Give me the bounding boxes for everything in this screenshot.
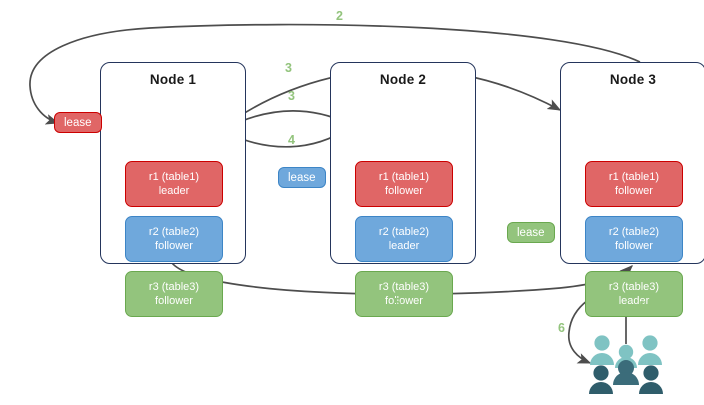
step-label-3a: 3 <box>285 61 292 75</box>
step-label-3b: 3 <box>288 89 295 103</box>
replica-chip[interactable]: r2 (table2) follower <box>585 216 683 262</box>
node-title: Node 1 <box>149 72 197 87</box>
replica-name: r1 (table1) <box>378 171 430 183</box>
replica-chip[interactable]: r1 (table1) follower <box>355 161 453 207</box>
node-container-1[interactable]: Node 1 r1 (table1) leader r2 (table2) fo… <box>100 62 246 317</box>
replica-chip[interactable]: r1 (table1) leader <box>125 161 223 207</box>
step-label-2: 2 <box>336 9 343 23</box>
replica-role: follower <box>155 295 193 307</box>
replica-role: follower <box>615 240 653 252</box>
replica-chip[interactable]: r3 (table3) leader <box>585 271 683 317</box>
replica-chip[interactable]: r2 (table2) follower <box>125 216 223 262</box>
replica-role: leader <box>158 185 190 197</box>
replica-name: r1 (table1) <box>608 171 660 183</box>
people-group-icon <box>589 335 663 394</box>
replica-role: follower <box>385 185 423 197</box>
replica-chip[interactable]: r1 (table1) follower <box>585 161 683 207</box>
node-title: Node 2 <box>379 72 427 87</box>
replica-chip[interactable]: r3 (table3) follower <box>125 271 223 317</box>
lease-badge-green[interactable]: lease <box>507 222 555 243</box>
step-label-1: 1 <box>638 299 645 313</box>
replica-name: r2 (table2) <box>378 226 430 238</box>
replica-chip[interactable]: r3 (table3) follower <box>355 271 453 317</box>
step-label-6: 6 <box>558 321 565 335</box>
replica-name: r2 (table2) <box>148 226 200 238</box>
replica-name: r3 (table3) <box>148 281 200 293</box>
replica-role: leader <box>618 295 650 307</box>
lease-badge-red[interactable]: lease <box>54 112 102 133</box>
step-label-5: 5 <box>394 296 401 310</box>
lease-badge-blue[interactable]: lease <box>278 167 326 188</box>
replica-name: r1 (table1) <box>148 171 200 183</box>
replica-role: follower <box>385 295 423 307</box>
replica-name: r2 (table2) <box>608 226 660 238</box>
node-container-3[interactable]: Node 3 r1 (table1) follower r2 (table2) … <box>560 62 704 317</box>
replica-role: follower <box>615 185 653 197</box>
replica-name: r3 (table3) <box>608 281 660 293</box>
replica-role: leader <box>388 240 420 252</box>
lease-label: lease <box>64 116 92 129</box>
replica-chip[interactable]: r2 (table2) leader <box>355 216 453 262</box>
node-container-2[interactable]: Node 2 r1 (table1) follower r2 (table2) … <box>330 62 476 317</box>
lease-label: lease <box>288 171 316 184</box>
lease-label: lease <box>517 226 545 239</box>
replica-role: follower <box>155 240 193 252</box>
replica-name: r3 (table3) <box>378 281 430 293</box>
node-title: Node 3 <box>609 72 657 87</box>
step-label-4: 4 <box>288 133 295 147</box>
